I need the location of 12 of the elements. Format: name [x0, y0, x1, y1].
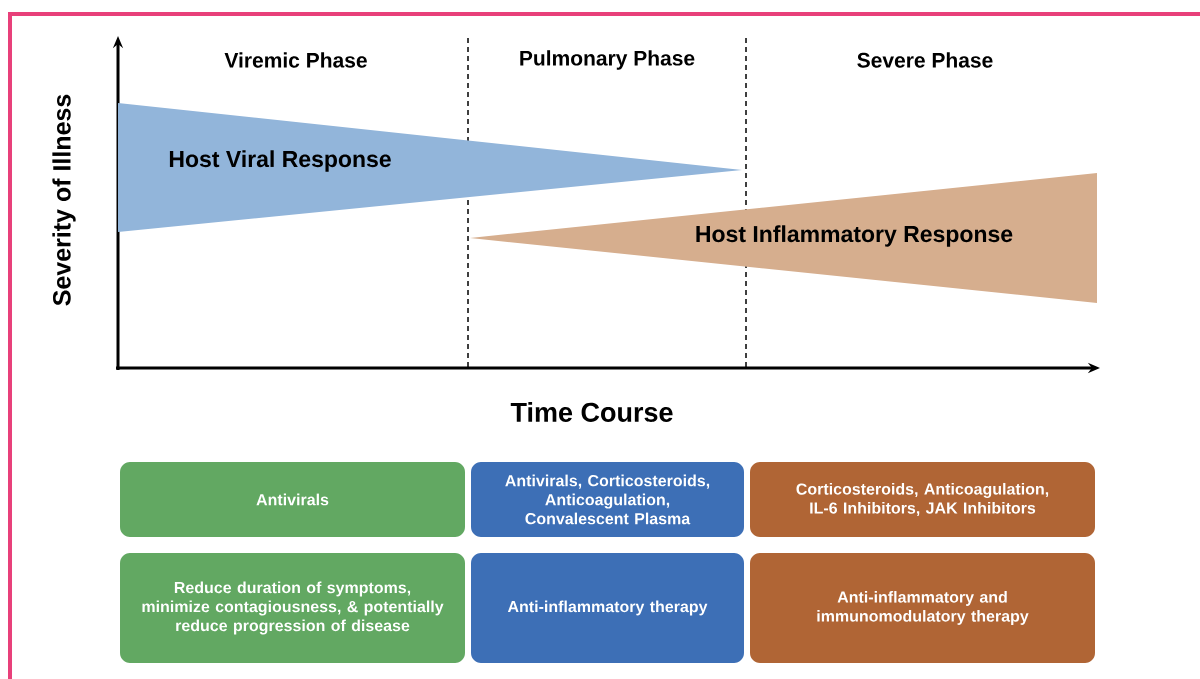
- therapy-box: Antivirals: [120, 462, 465, 537]
- therapy-box: Anti-inflammatory and immunomodulatory therapy: [750, 553, 1095, 663]
- therapy-box: Anti-inflammatory therapy: [471, 553, 744, 663]
- phase-label: Pulmonary Phase: [520, 50, 695, 70]
- response-wedge: Host Inflammatory Response: [470, 173, 1097, 303]
- therapy-box: Reduce duration of symptoms, minimize contagiousness, & potentially reduce progression of disease: [120, 553, 465, 663]
- phase-label: Severe Phase: [857, 52, 993, 68]
- therapy-box: Antivirals, Corticosteroids, Anticoagulation, Convalescent Plasma: [471, 462, 744, 537]
- therapy-box: Corticosteroids, Anticoagulation, IL-6 Inhibitors, JAK Inhibitors: [750, 462, 1095, 537]
- axis-label: Time Course: [510, 402, 673, 422]
- phase-label: Viremic Phase: [224, 52, 367, 68]
- axis-label: Severity of Illness: [52, 94, 76, 306]
